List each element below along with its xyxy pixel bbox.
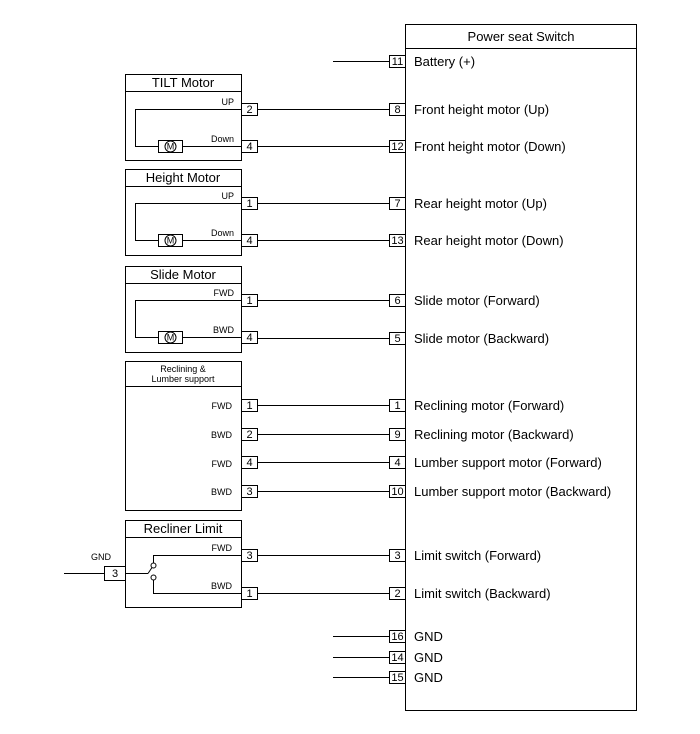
component-title: TILT Motor (152, 75, 215, 90)
component-title: Slide Motor (150, 267, 216, 282)
pin-label: FWD (212, 401, 233, 411)
pin-label: FWD (214, 288, 235, 298)
motor-icon: M (153, 331, 187, 344)
pin-label: UP (221, 191, 234, 201)
switch-pin-number: 11 (392, 56, 403, 68)
tilt-motor-component: TILT Motor M UP Down 2 4 (125, 74, 390, 161)
switch-pin-lumber-bwd: 10 Lumber support motor (Backward) (389, 484, 611, 499)
switch-pin-label: GND (414, 650, 443, 665)
power-seat-switch: Power seat Switch (405, 24, 637, 711)
switch-title: Power seat Switch (468, 29, 575, 44)
motor-symbol: M (167, 333, 175, 343)
switch-pin-label: GND (414, 670, 443, 685)
component-title: Recliner Limit (144, 521, 223, 536)
switch-pin-limit-bwd: 2 Limit switch (Backward) (389, 586, 551, 601)
component-pin-number: 4 (246, 457, 252, 469)
switch-pin-number: 14 (391, 652, 403, 664)
switch-pin-label: Slide motor (Backward) (414, 331, 549, 346)
switch-pin-label: Limit switch (Backward) (414, 586, 551, 601)
component-pin-number: 3 (246, 550, 252, 562)
switch-pin-front-up: 8 Front height motor (Up) (389, 102, 549, 117)
pin-label: Down (211, 228, 234, 238)
component-pin-number: 1 (246, 588, 252, 600)
component-pin-number: 4 (246, 141, 252, 153)
ground-label: GND (91, 552, 112, 562)
switch-pin-label: Slide motor (Forward) (414, 293, 540, 308)
switch-pin-lumber-fwd: 4 Lumber support motor (Forward) (389, 455, 602, 470)
switch-pin-label: Lumber support motor (Backward) (414, 484, 611, 499)
component-title-line1: Reclining & (160, 364, 206, 374)
switch-pin-number: 3 (394, 550, 400, 562)
component-pin-number: 3 (246, 486, 252, 498)
component-pin-number: 1 (246, 400, 252, 412)
switch-pin-number: 1 (394, 400, 400, 412)
switch-pin-recline-fwd: 1 Reclining motor (Forward) (389, 398, 564, 413)
switch-pin-number: 4 (394, 457, 400, 469)
motor-symbol: M (167, 142, 175, 152)
component-pin-number: 1 (246, 295, 252, 307)
pin-label: BWD (211, 430, 232, 440)
switch-pin-label: Lumber support motor (Forward) (414, 455, 602, 470)
recliner-limit-component: Recliner Limit FWD BWD 3 1 (125, 520, 390, 608)
switch-pin-label: Rear height motor (Down) (414, 233, 564, 248)
component-title-line2: Lumber support (151, 374, 215, 384)
switch-pin-label: Front height motor (Up) (414, 102, 549, 117)
switch-pin-slide-fwd: 6 Slide motor (Forward) (389, 293, 540, 308)
component-pin-number: 1 (246, 198, 252, 210)
switch-pin-number: 7 (394, 198, 400, 210)
switch-pin-number: 9 (394, 429, 400, 441)
pin-label: BWD (211, 581, 232, 591)
reclining-lumber-component: Reclining & Lumber support FWD 1 BWD 2 F… (125, 361, 390, 511)
switch-pin-number: 16 (391, 631, 403, 643)
pin-label: BWD (213, 325, 234, 335)
switch-pin-front-down: 12 Front height motor (Down) (389, 139, 566, 154)
pin-label: UP (221, 97, 234, 107)
pin-label: FWD (212, 459, 233, 469)
switch-pin-slide-bwd: 5 Slide motor (Backward) (389, 331, 549, 346)
switch-pin-label: Limit switch (Forward) (414, 548, 541, 563)
pin-label: FWD (212, 543, 233, 553)
switch-pin-number: 5 (394, 333, 400, 345)
switch-pin-label: Battery (+) (414, 54, 475, 69)
limit-switch-icon (147, 562, 157, 581)
switch-pin-battery: 11 Battery (+) (333, 54, 475, 69)
pin-label: Down (211, 134, 234, 144)
pin-label: BWD (211, 487, 232, 497)
component-pin-number: 2 (246, 429, 252, 441)
motor-symbol: M (167, 236, 175, 246)
component-pin-number: 2 (246, 104, 252, 116)
switch-pin-number: 13 (391, 235, 403, 247)
switch-pin-gnd-16: 16 GND (333, 629, 443, 644)
switch-pin-label: Reclining motor (Backward) (414, 427, 574, 442)
switch-pin-rear-up: 7 Rear height motor (Up) (389, 196, 547, 211)
slide-motor-component: Slide Motor M FWD BWD 1 4 (125, 266, 390, 353)
switch-pin-number: 15 (391, 672, 403, 684)
switch-pin-label: GND (414, 629, 443, 644)
component-pin-number: 4 (246, 235, 252, 247)
switch-pin-number: 8 (394, 104, 400, 116)
component-pin-number: 4 (246, 332, 252, 344)
switch-pin-gnd-15: 15 GND (333, 670, 443, 685)
switch-pin-recline-bwd: 9 Reclining motor (Backward) (389, 427, 574, 442)
switch-pin-rear-down: 13 Rear height motor (Down) (389, 233, 564, 248)
switch-pin-gnd-14: 14 GND (333, 650, 443, 665)
switch-pin-label: Reclining motor (Forward) (414, 398, 564, 413)
switch-pin-number: 10 (391, 486, 403, 498)
ground-pin-number: 3 (112, 568, 118, 580)
motor-icon: M (153, 140, 187, 153)
switch-pin-label: Front height motor (Down) (414, 139, 566, 154)
switch-pin-label: Rear height motor (Up) (414, 196, 547, 211)
ground-connector: GND 3 (64, 552, 126, 581)
component-title: Height Motor (146, 170, 221, 185)
motor-icon: M (153, 234, 187, 247)
switch-pin-number: 6 (394, 295, 400, 307)
switch-pin-number: 12 (391, 141, 403, 153)
height-motor-component: Height Motor M UP Down 1 4 (125, 169, 390, 256)
switch-pin-number: 2 (394, 588, 400, 600)
